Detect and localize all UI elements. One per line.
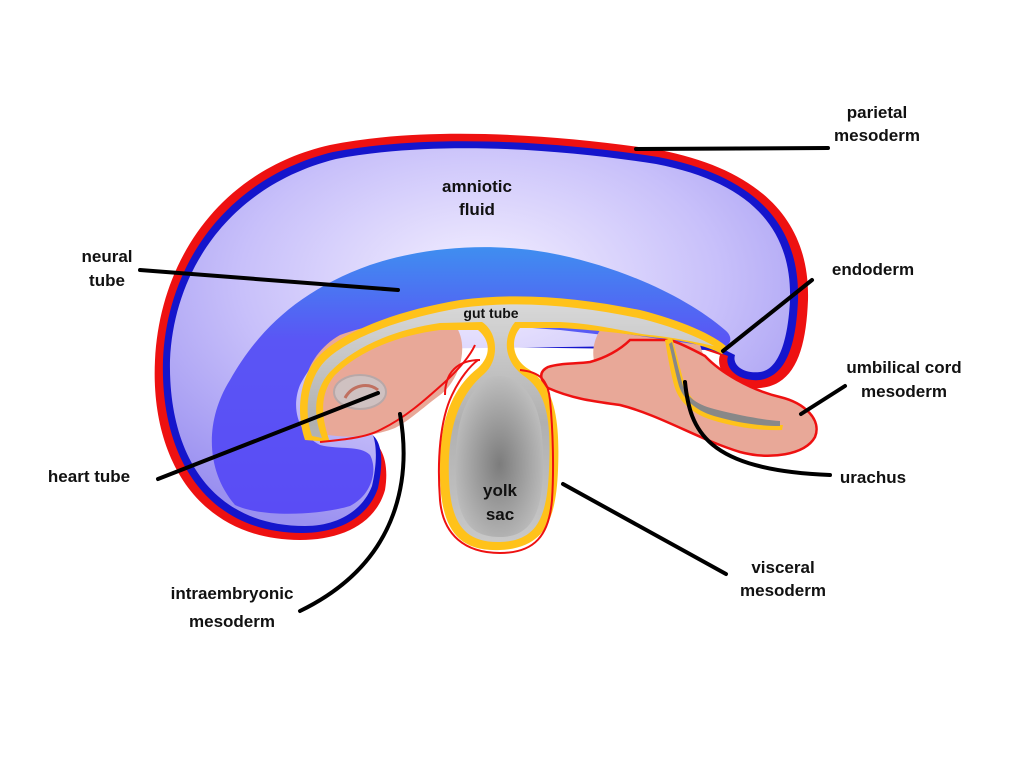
label-yolk-sac: sac [486,505,514,524]
label-umbilical-mesoderm: mesoderm [861,382,947,401]
leader-intraembryonic-mesoderm [298,412,406,613]
label-neural: neural [81,247,132,266]
label-amniotic-fluid: fluid [459,200,495,219]
label-heart-tube: heart tube [48,467,130,486]
label-yolk: yolk [483,481,518,500]
label-umbilical-cord: umbilical cord [846,358,961,377]
label-gut-tube: gut tube [463,305,518,321]
label-intraembryonic-mesoderm: mesoderm [189,612,275,631]
label-neural-tube: tube [89,271,125,290]
label-endoderm: endoderm [832,260,914,279]
leader-neural-tube [138,268,400,292]
leader-endoderm [721,278,814,353]
label-visceral-mesoderm: mesoderm [740,581,826,600]
label-intraembryonic: intraembryonic [171,584,294,603]
label-amniotic: amniotic [442,177,512,196]
label-parietal-mesoderm: mesoderm [834,126,920,145]
leader-umbilical-cord-mesoderm [799,384,847,416]
label-urachus: urachus [840,468,906,487]
heart-tube-shape [333,374,387,410]
urachus-duct [665,338,783,431]
visceral-mesoderm-outline [444,359,481,396]
leader-visceral-mesoderm [561,482,728,576]
leader-heart-tube [156,391,380,481]
heart-tube-inner [343,384,379,399]
label-visceral: visceral [751,558,814,577]
label-parietal: parietal [847,103,907,122]
visceral-mesoderm-outline-yolk [437,359,555,555]
leader-urachus [683,380,832,477]
urachus-lumen [669,342,780,426]
leader-parietal-mesoderm [634,146,830,151]
yolk-sac-region [455,375,544,537]
